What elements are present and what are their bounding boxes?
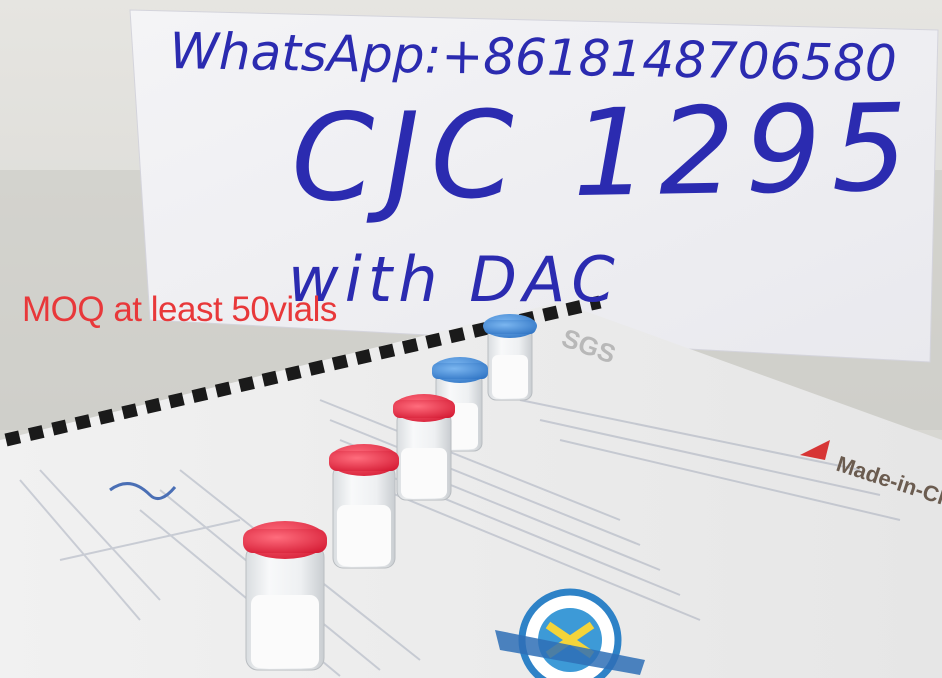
vial-red-3 [393, 394, 455, 501]
sign-variant: with DAC [288, 243, 621, 316]
moq-overlay-text: MOQ at least 50vials [22, 290, 337, 329]
sign-product-name: CJC 1295 [290, 79, 919, 229]
signature-scribble [109, 482, 177, 501]
vial-red-1 [243, 521, 327, 671]
sign-card [129, 9, 939, 363]
vial-blue-back [483, 314, 537, 401]
vial-red-2 [329, 444, 399, 569]
certificate-document [0, 302, 942, 678]
brand-logo-mark [800, 440, 830, 460]
certificate-seal [495, 588, 645, 678]
